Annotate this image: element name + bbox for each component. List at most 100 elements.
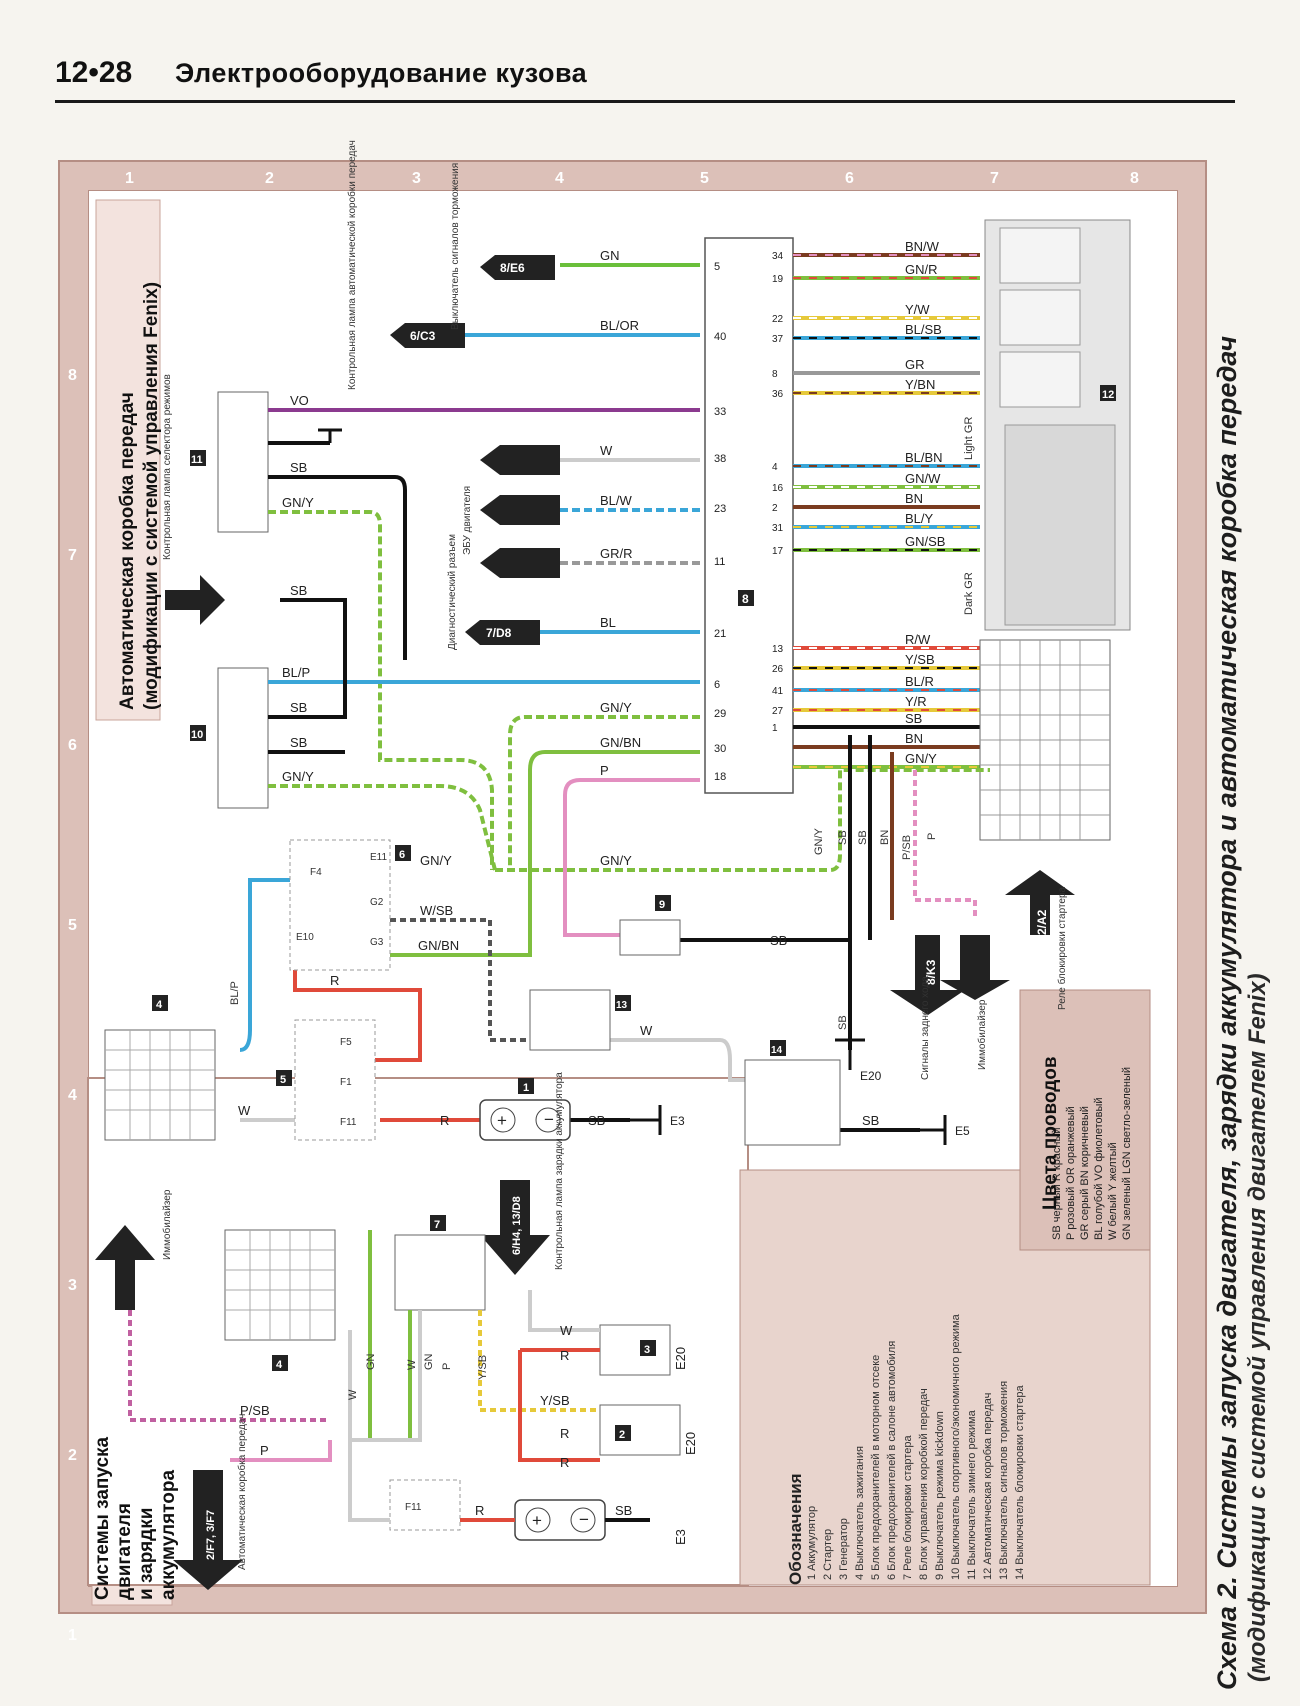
wire-label: W bbox=[347, 1389, 359, 1400]
battery-plus-symbol: + bbox=[497, 1111, 507, 1130]
annotation-charge-lamp: Контрольная лампа зарядки аккумулятора bbox=[554, 1072, 565, 1270]
component-id: 11 bbox=[191, 454, 203, 466]
wire-label: BL/OR bbox=[600, 318, 639, 333]
light-gr-label: Light GR bbox=[963, 417, 975, 460]
sport-eco-switch bbox=[217, 667, 269, 809]
wire-label: BL/R bbox=[905, 674, 934, 689]
ecu-pin-label: 11 bbox=[714, 556, 725, 568]
grid-col-label: 3 bbox=[412, 170, 421, 187]
component-id: 7 bbox=[434, 1219, 440, 1231]
fuse-label: G3 bbox=[370, 937, 384, 948]
wire-label: P bbox=[600, 763, 609, 778]
component-id-badge bbox=[738, 590, 754, 606]
connector-arrows: 8/E6 6/C3 7/D8 8/K3 2/A2 6/H4, 13/D8 2/F… bbox=[95, 255, 1075, 1590]
component-id: 10 bbox=[191, 729, 203, 741]
solenoid-a bbox=[999, 227, 1081, 284]
starter-relay-7 bbox=[394, 1234, 486, 1311]
wire-label: Y/SB bbox=[540, 1393, 570, 1408]
grid-col-label: 3 bbox=[68, 1277, 77, 1294]
starter-2 bbox=[599, 1404, 681, 1456]
wire-w-14 bbox=[610, 1038, 745, 1082]
ecu-arrow-1 bbox=[480, 445, 560, 475]
wire-label: SB bbox=[290, 583, 307, 598]
section-title-bottom: Системы запуска двигателя и зарядки акку… bbox=[92, 1437, 180, 1600]
wire-label: Y/BN bbox=[905, 377, 935, 392]
wire-gny-10 bbox=[268, 784, 497, 871]
annotation-diag: Диагностический разъем bbox=[447, 534, 458, 650]
wire-label: BN bbox=[879, 830, 891, 845]
ecu-pin-label: 2 bbox=[772, 503, 778, 514]
wire-p bbox=[563, 778, 700, 937]
page-header: 12•28 Электрооборудование кузова bbox=[55, 52, 1235, 103]
page-number: 12•28 bbox=[55, 56, 133, 89]
wire-label: SB bbox=[857, 830, 869, 845]
wire-label: SB bbox=[588, 1113, 605, 1128]
wire-label: SB bbox=[905, 711, 922, 726]
fuse-label: F11 bbox=[405, 1502, 422, 1513]
grid-col-label: 7 bbox=[990, 170, 999, 187]
component-id: 4 bbox=[156, 999, 163, 1011]
wire-label: Y/W bbox=[905, 302, 930, 317]
figure-caption-sub: (модификации с системой управления двига… bbox=[1244, 973, 1271, 1682]
wire-color-legend-row: GR серый BN коричневый bbox=[1079, 1106, 1091, 1240]
wire-label: R bbox=[440, 1113, 449, 1128]
fuse-label: F1 bbox=[340, 1077, 352, 1088]
dark-gr-label: Dark GR bbox=[963, 572, 975, 615]
component-id: 14 bbox=[771, 1045, 783, 1056]
component-id-badge bbox=[430, 1215, 446, 1231]
wire-label: P/SB bbox=[240, 1403, 270, 1418]
ground-label: E20 bbox=[673, 1347, 688, 1370]
ecu-pin-label: 6 bbox=[714, 679, 720, 691]
component-id: 12 bbox=[1102, 389, 1114, 401]
wire-w-b3 bbox=[528, 1290, 600, 1332]
wire-gny-11 bbox=[268, 510, 494, 870]
ground-label: E20 bbox=[683, 1432, 698, 1455]
component-id: 2 bbox=[619, 1429, 625, 1441]
wire-label: Y/SB bbox=[905, 652, 935, 667]
ecu-pin-label: 30 bbox=[714, 743, 726, 755]
fuse-label: F4 bbox=[310, 867, 322, 878]
wire-r-b2 bbox=[518, 1350, 600, 1462]
wire-label: GN bbox=[365, 1353, 377, 1370]
legend-item: 8 Блок управления коробкой передач bbox=[918, 1388, 930, 1580]
immob-arrow-bottom bbox=[95, 1225, 155, 1310]
component-id-badge bbox=[190, 725, 206, 741]
grid-col-label: 1 bbox=[125, 170, 134, 187]
ecu-pin-label: 31 bbox=[772, 523, 784, 534]
annotation-gear-lamp: Контрольная лампа автоматической коробки… bbox=[346, 140, 358, 390]
ecu-pin-label: 40 bbox=[714, 331, 726, 343]
ecu-pin-label: 23 bbox=[714, 503, 726, 515]
component-id-badge bbox=[770, 1040, 786, 1056]
solenoid-group bbox=[1004, 424, 1116, 626]
grid-col-label: 4 bbox=[555, 170, 564, 187]
ground-label: E5 bbox=[955, 1124, 970, 1138]
grid-col-label: 6 bbox=[845, 170, 854, 187]
wire-label: GN/Y bbox=[420, 853, 452, 868]
wire-label: BL/P bbox=[229, 981, 241, 1005]
ecu-pin-label: 37 bbox=[772, 334, 784, 345]
connector-arrow-6h4 bbox=[480, 1180, 550, 1275]
battery-minus-symbol: − bbox=[544, 1110, 554, 1129]
wire-label: BL bbox=[600, 615, 616, 630]
battery-minus-terminal bbox=[570, 1507, 596, 1533]
wire-label: W bbox=[600, 443, 613, 458]
immob-arrow bbox=[940, 935, 1010, 1000]
starter-inhibitor-switch bbox=[744, 1059, 841, 1146]
wire-label: Y/R bbox=[905, 694, 927, 709]
connector-arrow-7d8 bbox=[465, 620, 540, 645]
fuse-label: F5 bbox=[340, 1037, 352, 1048]
ecu-pin-label: 18 bbox=[714, 771, 726, 783]
wire-color-legend-row: GN зеленый LGN светло-зеленый bbox=[1121, 1067, 1133, 1240]
component-id: 1 bbox=[523, 1082, 529, 1094]
wire-label: W bbox=[406, 1359, 418, 1370]
wire-w-b2 bbox=[348, 1440, 390, 1522]
grid-col-label: 2 bbox=[68, 1447, 77, 1464]
annotation-akpp: Автоматическая коробка передач bbox=[236, 1414, 248, 1570]
wire-label: GN/W bbox=[905, 471, 941, 486]
legend-item: 12 Автоматическая коробка передач bbox=[982, 1393, 994, 1580]
ecu-pin-label: 16 bbox=[772, 483, 784, 494]
solenoid-b bbox=[999, 289, 1081, 346]
component-id-badge bbox=[395, 845, 411, 861]
ground-label: E3 bbox=[670, 1114, 685, 1128]
wire-label: SB bbox=[290, 735, 307, 750]
